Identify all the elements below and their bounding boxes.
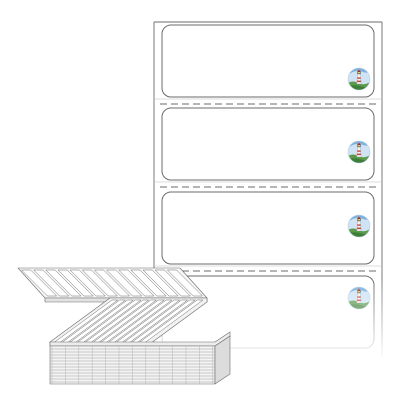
fanfold-top-strips bbox=[21, 269, 203, 297]
fanfold-strip bbox=[154, 269, 191, 297]
label-3 bbox=[161, 191, 375, 265]
fanfold-strip bbox=[94, 269, 130, 297]
fanfold-strip bbox=[69, 269, 106, 297]
fanfold-strip bbox=[45, 269, 82, 297]
lighthouse-icon bbox=[348, 68, 370, 90]
fanfold-strip bbox=[21, 269, 57, 297]
lighthouse-icon bbox=[348, 141, 370, 163]
perforation-line-1 bbox=[154, 98, 382, 105]
fanfold-strip bbox=[57, 269, 94, 297]
fanfold-strip bbox=[142, 269, 179, 297]
fanfold-strip bbox=[118, 269, 155, 297]
lighthouse-icon bbox=[348, 215, 370, 237]
label-1 bbox=[161, 24, 375, 98]
label-sheet bbox=[148, 21, 388, 362]
fanfold-strip bbox=[167, 269, 203, 297]
fanfold-strip bbox=[33, 269, 70, 297]
perforation-line-2 bbox=[154, 181, 382, 188]
fanfold-bottom-side bbox=[214, 335, 231, 385]
label-2 bbox=[161, 107, 375, 181]
fanfold-bottom-layers bbox=[50, 346, 215, 384]
fanfold-label-stack-icon bbox=[17, 267, 231, 385]
fanfold-strip bbox=[106, 269, 142, 297]
fanfold-strip bbox=[130, 269, 167, 297]
fanfold-strip bbox=[82, 269, 118, 297]
fanfold-middle-strips bbox=[51, 299, 204, 345]
perforation-line-3 bbox=[154, 265, 382, 272]
